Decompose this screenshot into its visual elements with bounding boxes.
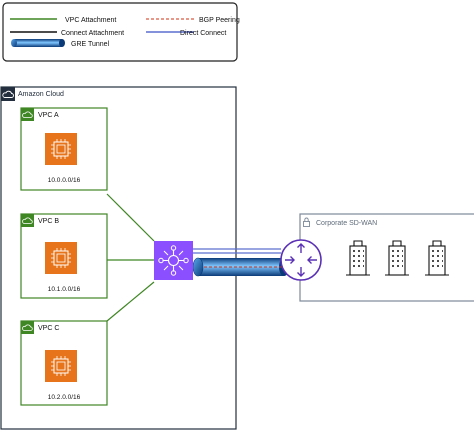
ec2-chip-icon xyxy=(45,242,77,274)
vpc-b-label: VPC B xyxy=(38,218,59,225)
vpc-a: VPC A 10.0.0.0/16 xyxy=(20,107,108,191)
corporate-sdwan-group: Corporate SD-WAN xyxy=(299,213,474,302)
router-icon xyxy=(280,239,322,281)
building-icon xyxy=(425,240,449,276)
ec2-chip-icon xyxy=(45,133,77,165)
cloud-icon xyxy=(1,87,15,101)
amazon-cloud-label: Amazon Cloud xyxy=(18,91,64,98)
legend: VPC Attachment Connect Attachment BGP Pe… xyxy=(2,2,240,62)
legend-direct-connect-label: Direct Connect xyxy=(180,30,226,37)
vpc-b-border xyxy=(20,213,108,299)
vpc-c-attachment-line xyxy=(106,281,155,322)
vpc-c-label: VPC C xyxy=(38,325,59,332)
vpc-a-attachment-line xyxy=(106,193,155,242)
transit-gateway-icon xyxy=(154,241,193,280)
vpc-b: VPC B 10.1.0.0/16 xyxy=(20,213,108,299)
sdwan-border xyxy=(299,213,474,302)
vpc-a-border xyxy=(20,107,108,191)
vpc-cloud-icon xyxy=(21,108,34,121)
vpc-b-cidr: 10.1.0.0/16 xyxy=(48,286,81,293)
vpc-a-label: VPC A xyxy=(38,112,59,119)
legend-gre-tunnel-swatch xyxy=(11,39,65,47)
vpc-c-cidr: 10.2.0.0/16 xyxy=(48,394,81,401)
legend-bgp-peering-label: BGP Peering xyxy=(199,17,240,24)
legend-gre-tunnel-label: GRE Tunnel xyxy=(71,41,110,48)
vpc-c-border xyxy=(20,320,108,406)
vpc-cloud-icon xyxy=(21,214,34,227)
sdwan-label: Corporate SD-WAN xyxy=(316,220,377,227)
vpc-c: VPC C 10.2.0.0/16 xyxy=(20,320,108,406)
vpc-cloud-icon xyxy=(21,321,34,334)
legend-connect-attachment-label: Connect Attachment xyxy=(61,30,124,37)
ec2-chip-icon xyxy=(45,350,77,382)
vpc-a-cidr: 10.0.0.0/16 xyxy=(48,177,81,184)
building-icon xyxy=(346,240,370,276)
building-icon xyxy=(385,240,409,276)
legend-vpc-attachment-label: VPC Attachment xyxy=(65,17,116,24)
lock-icon xyxy=(303,217,310,227)
